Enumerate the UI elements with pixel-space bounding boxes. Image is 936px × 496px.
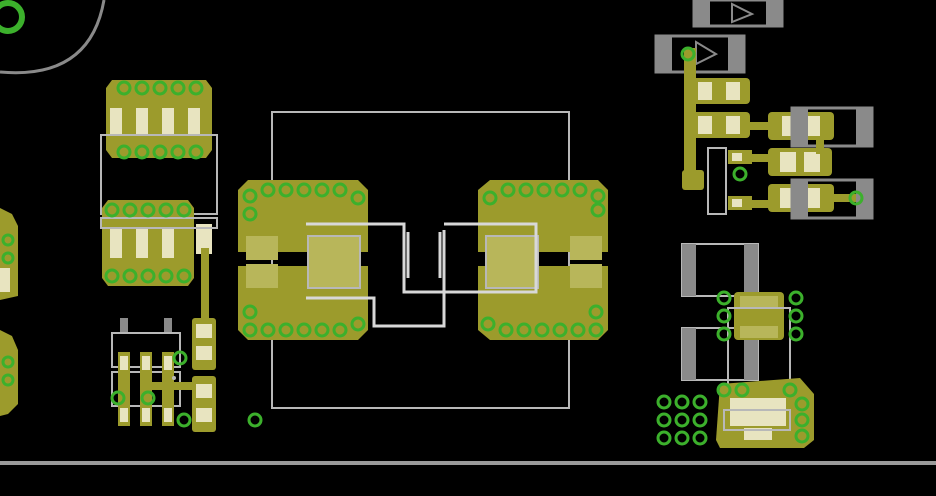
component-diode-second [654,34,746,74]
component-lower-right [681,243,814,448]
center-right-pads [478,180,608,340]
center-silkscreen [306,222,538,328]
right-resistor-cluster [680,46,874,220]
component-small-ic [110,318,263,428]
left-edge-component [0,208,18,416]
component-resistor-stack [192,318,216,432]
component-upper-left-package [100,80,218,215]
center-left-pads [238,180,368,340]
board-corner-arc [0,0,106,75]
component-diode-top [692,0,784,28]
mounting-hole-via [0,0,25,34]
trace-left-vertical [201,248,209,328]
via-grid [656,394,708,446]
component-mid-left-package [100,200,218,286]
